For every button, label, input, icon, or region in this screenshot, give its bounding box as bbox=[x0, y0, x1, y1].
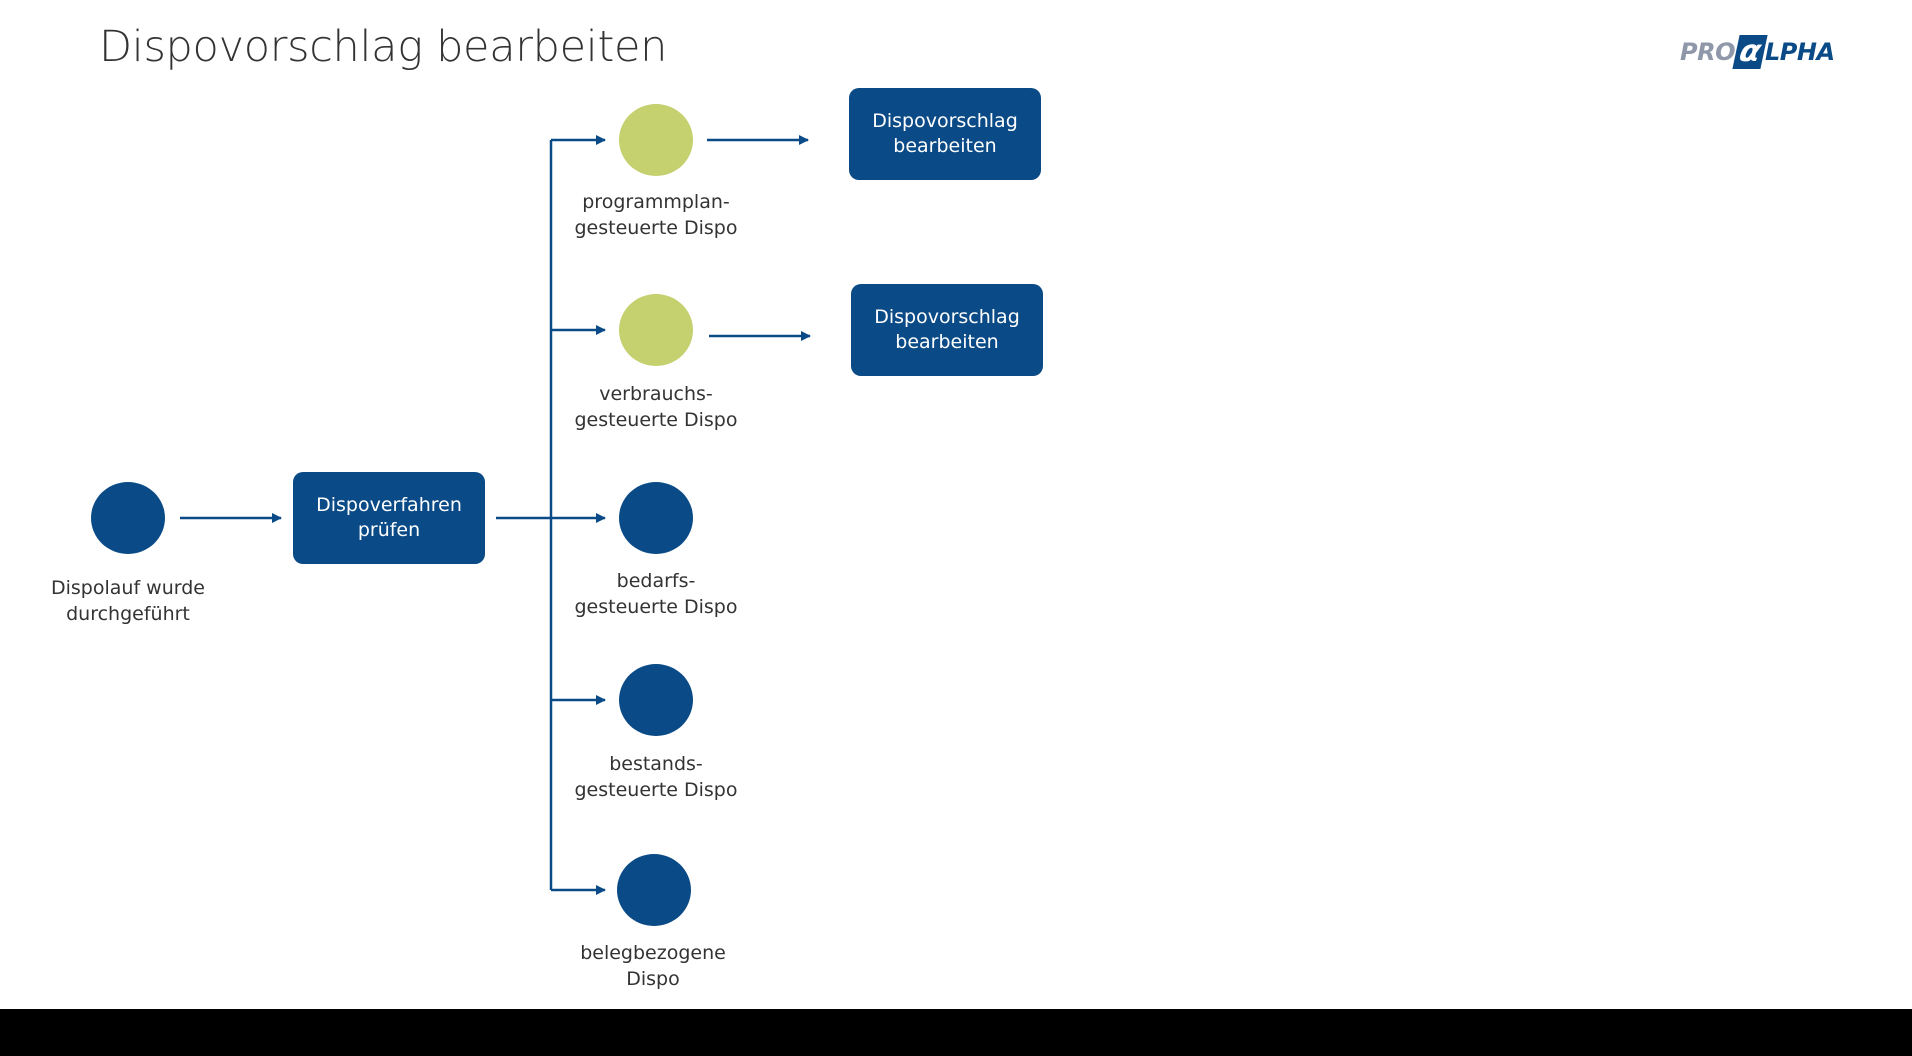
bottom-black-bar bbox=[0, 1009, 1912, 1056]
event-bedarfs-circle bbox=[619, 482, 693, 554]
start-event-label: Dispolauf wurde durchgeführt bbox=[51, 577, 205, 625]
task-dispovorschlag-2: Dispovorschlag bearbeiten bbox=[851, 284, 1043, 376]
event-bestands-label: bestands- gesteuerte Dispo bbox=[574, 753, 738, 801]
slide-title: Dispovorschlag bearbeiten bbox=[99, 22, 668, 72]
logo-lpha-text: LPHA bbox=[1764, 38, 1835, 66]
event-programmplan-label: programmplan- gesteuerte Dispo bbox=[574, 191, 738, 239]
event-bestands-circle bbox=[619, 664, 693, 736]
event-verbrauchs-label: verbrauchs- gesteuerte Dispo bbox=[574, 383, 738, 431]
event-belegbezogene-label: belegbezogene Dispo bbox=[580, 942, 726, 990]
event-bedarfs-label: bedarfs- gesteuerte Dispo bbox=[574, 570, 738, 618]
logo-pro-text: PRO bbox=[1680, 38, 1735, 66]
event-belegbezogene-circle bbox=[617, 854, 691, 926]
event-programmplan-circle bbox=[619, 104, 693, 176]
task-dispoverfahren-pruefen: Dispoverfahren prüfen bbox=[293, 472, 485, 564]
event-verbrauchs-circle bbox=[619, 294, 693, 366]
start-event-circle bbox=[91, 482, 165, 554]
connector-lines bbox=[180, 135, 811, 895]
task-dispovorschlag-1: Dispovorschlag bearbeiten bbox=[849, 88, 1041, 180]
